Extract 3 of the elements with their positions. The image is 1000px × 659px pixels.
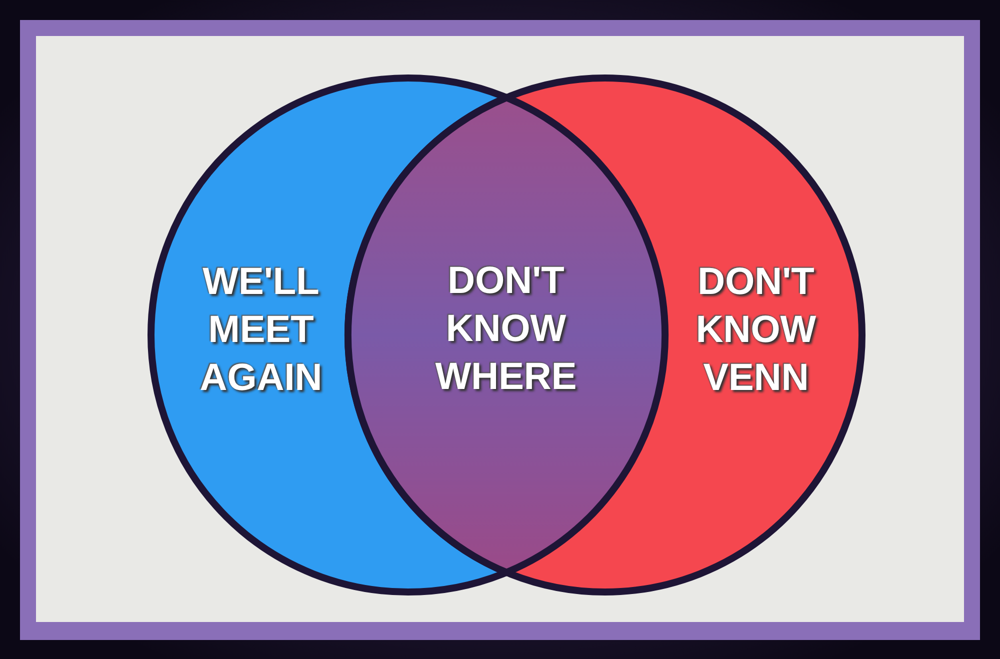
region-label: WE'LL MEET AGAIN xyxy=(198,260,324,401)
region-label: DON'T KNOW VENN xyxy=(694,260,818,401)
region-label: DON'T KNOW WHERE xyxy=(434,259,578,400)
